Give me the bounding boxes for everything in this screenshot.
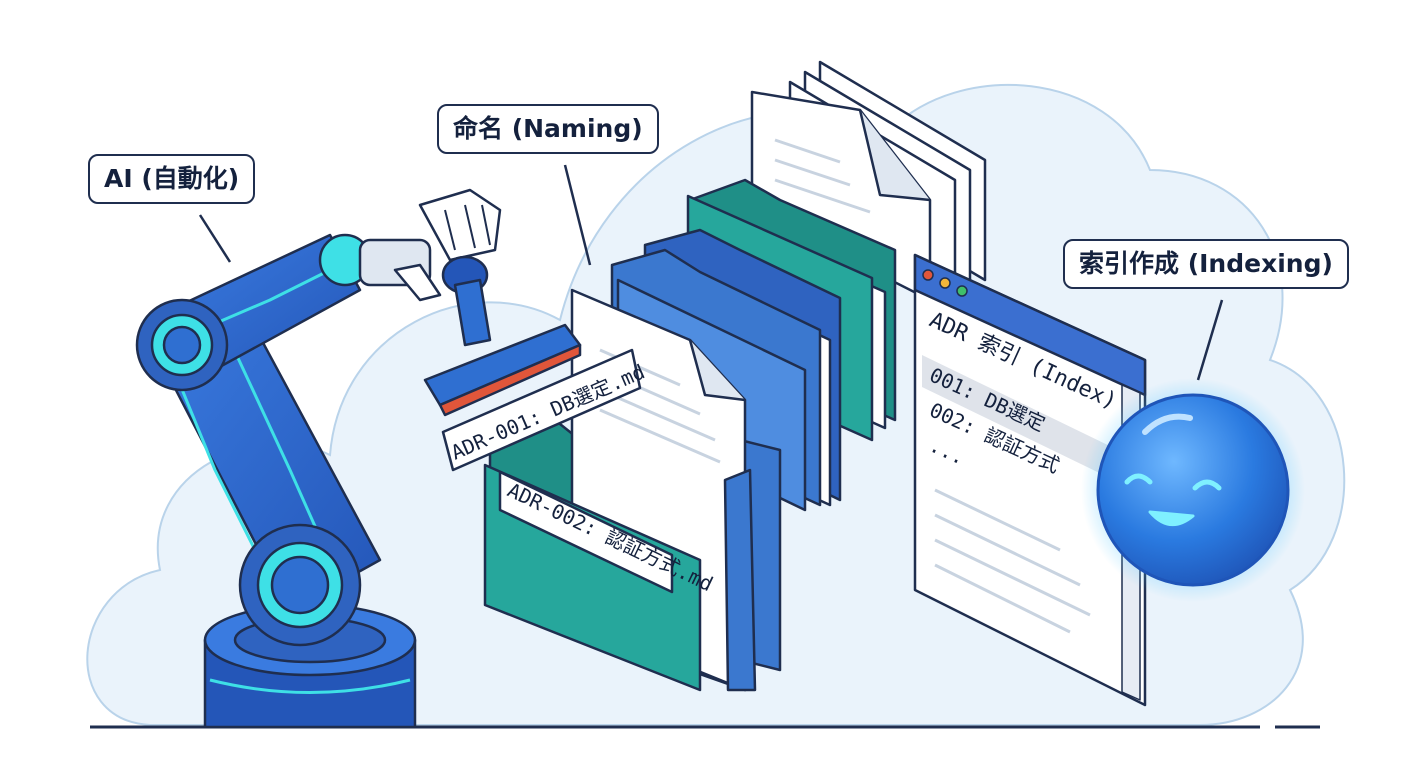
ai-pointer xyxy=(198,214,232,263)
callout-ai: AI (自動化) xyxy=(88,154,256,204)
smiley-orb-icon xyxy=(1081,378,1305,602)
indexing-pointer xyxy=(1196,299,1224,381)
callout-indexing: 索引作成 (Indexing) xyxy=(1063,239,1349,289)
naming-pointer xyxy=(563,164,592,266)
stamp-icon xyxy=(423,255,582,417)
callout-naming: 命名 (Naming) xyxy=(437,104,659,154)
index-window-icon xyxy=(913,253,1147,707)
robot-arm-icon xyxy=(135,188,582,729)
